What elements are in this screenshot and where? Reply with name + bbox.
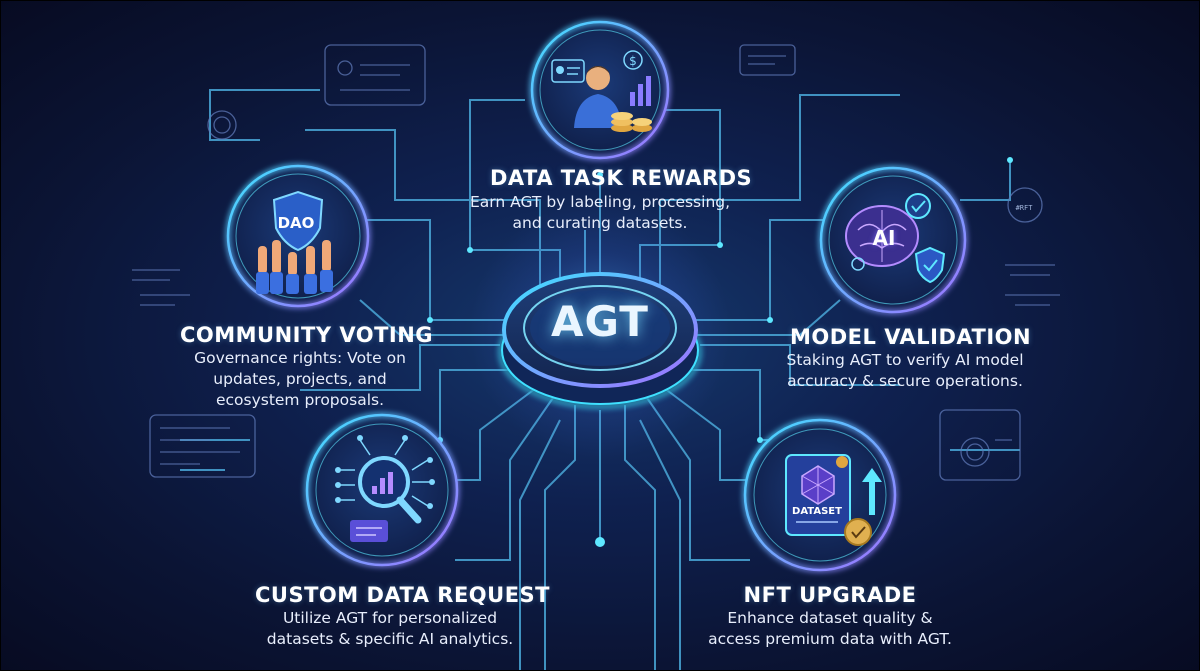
dataset-badge-label: DATASET [792,506,842,517]
ai-badge-label: AI [872,226,896,250]
agt-coin [470,200,730,460]
custom-data-request-desc-1: Utilize AGT for personalized [282,609,498,627]
community-voting-desc-1: Governance rights: Vote on [194,349,406,367]
model-validation-desc-2: accuracy & secure operations. [787,372,1023,390]
agt-center-label: AGT [551,297,649,346]
community-voting-title: COMMUNITY VOTING [180,323,434,347]
search-analytics-icon [335,435,435,542]
custom-data-request-title: CUSTOM DATA REQUEST [255,583,550,607]
dao-shield-icon [256,190,333,294]
community-voting-desc-3: ecosystem proposals. [215,391,385,409]
model-validation-desc-1: Staking AGT to verify AI model [786,351,1024,369]
data-task-rewards-desc-1: Earn AGT by labeling, processing, [470,193,731,211]
nft-upgrade-desc-1: Enhance dataset quality & [727,609,933,627]
nft-upgrade-desc-2: access premium data with AGT. [708,630,952,648]
community-voting-desc-2: updates, projects, and [213,370,387,388]
custom-data-request-desc-2: datasets & specific AI analytics. [266,630,514,648]
ai-brain-icon [845,193,946,284]
model-validation-title: MODEL VALIDATION [790,325,1032,349]
data-task-rewards-title: DATA TASK REWARDS [490,166,753,190]
dao-badge-label: DAO [277,214,315,232]
svg-text:$: $ [629,54,637,68]
dataset-card-icon [785,454,882,546]
data-task-rewards-desc-2: and curating datasets. [512,214,688,232]
nft-upgrade-title: NFT UPGRADE [743,583,917,607]
person-coins-icon: $ [551,50,652,132]
decor-panels [132,44,1060,481]
decor-hash-label: #RFT [1015,204,1033,212]
